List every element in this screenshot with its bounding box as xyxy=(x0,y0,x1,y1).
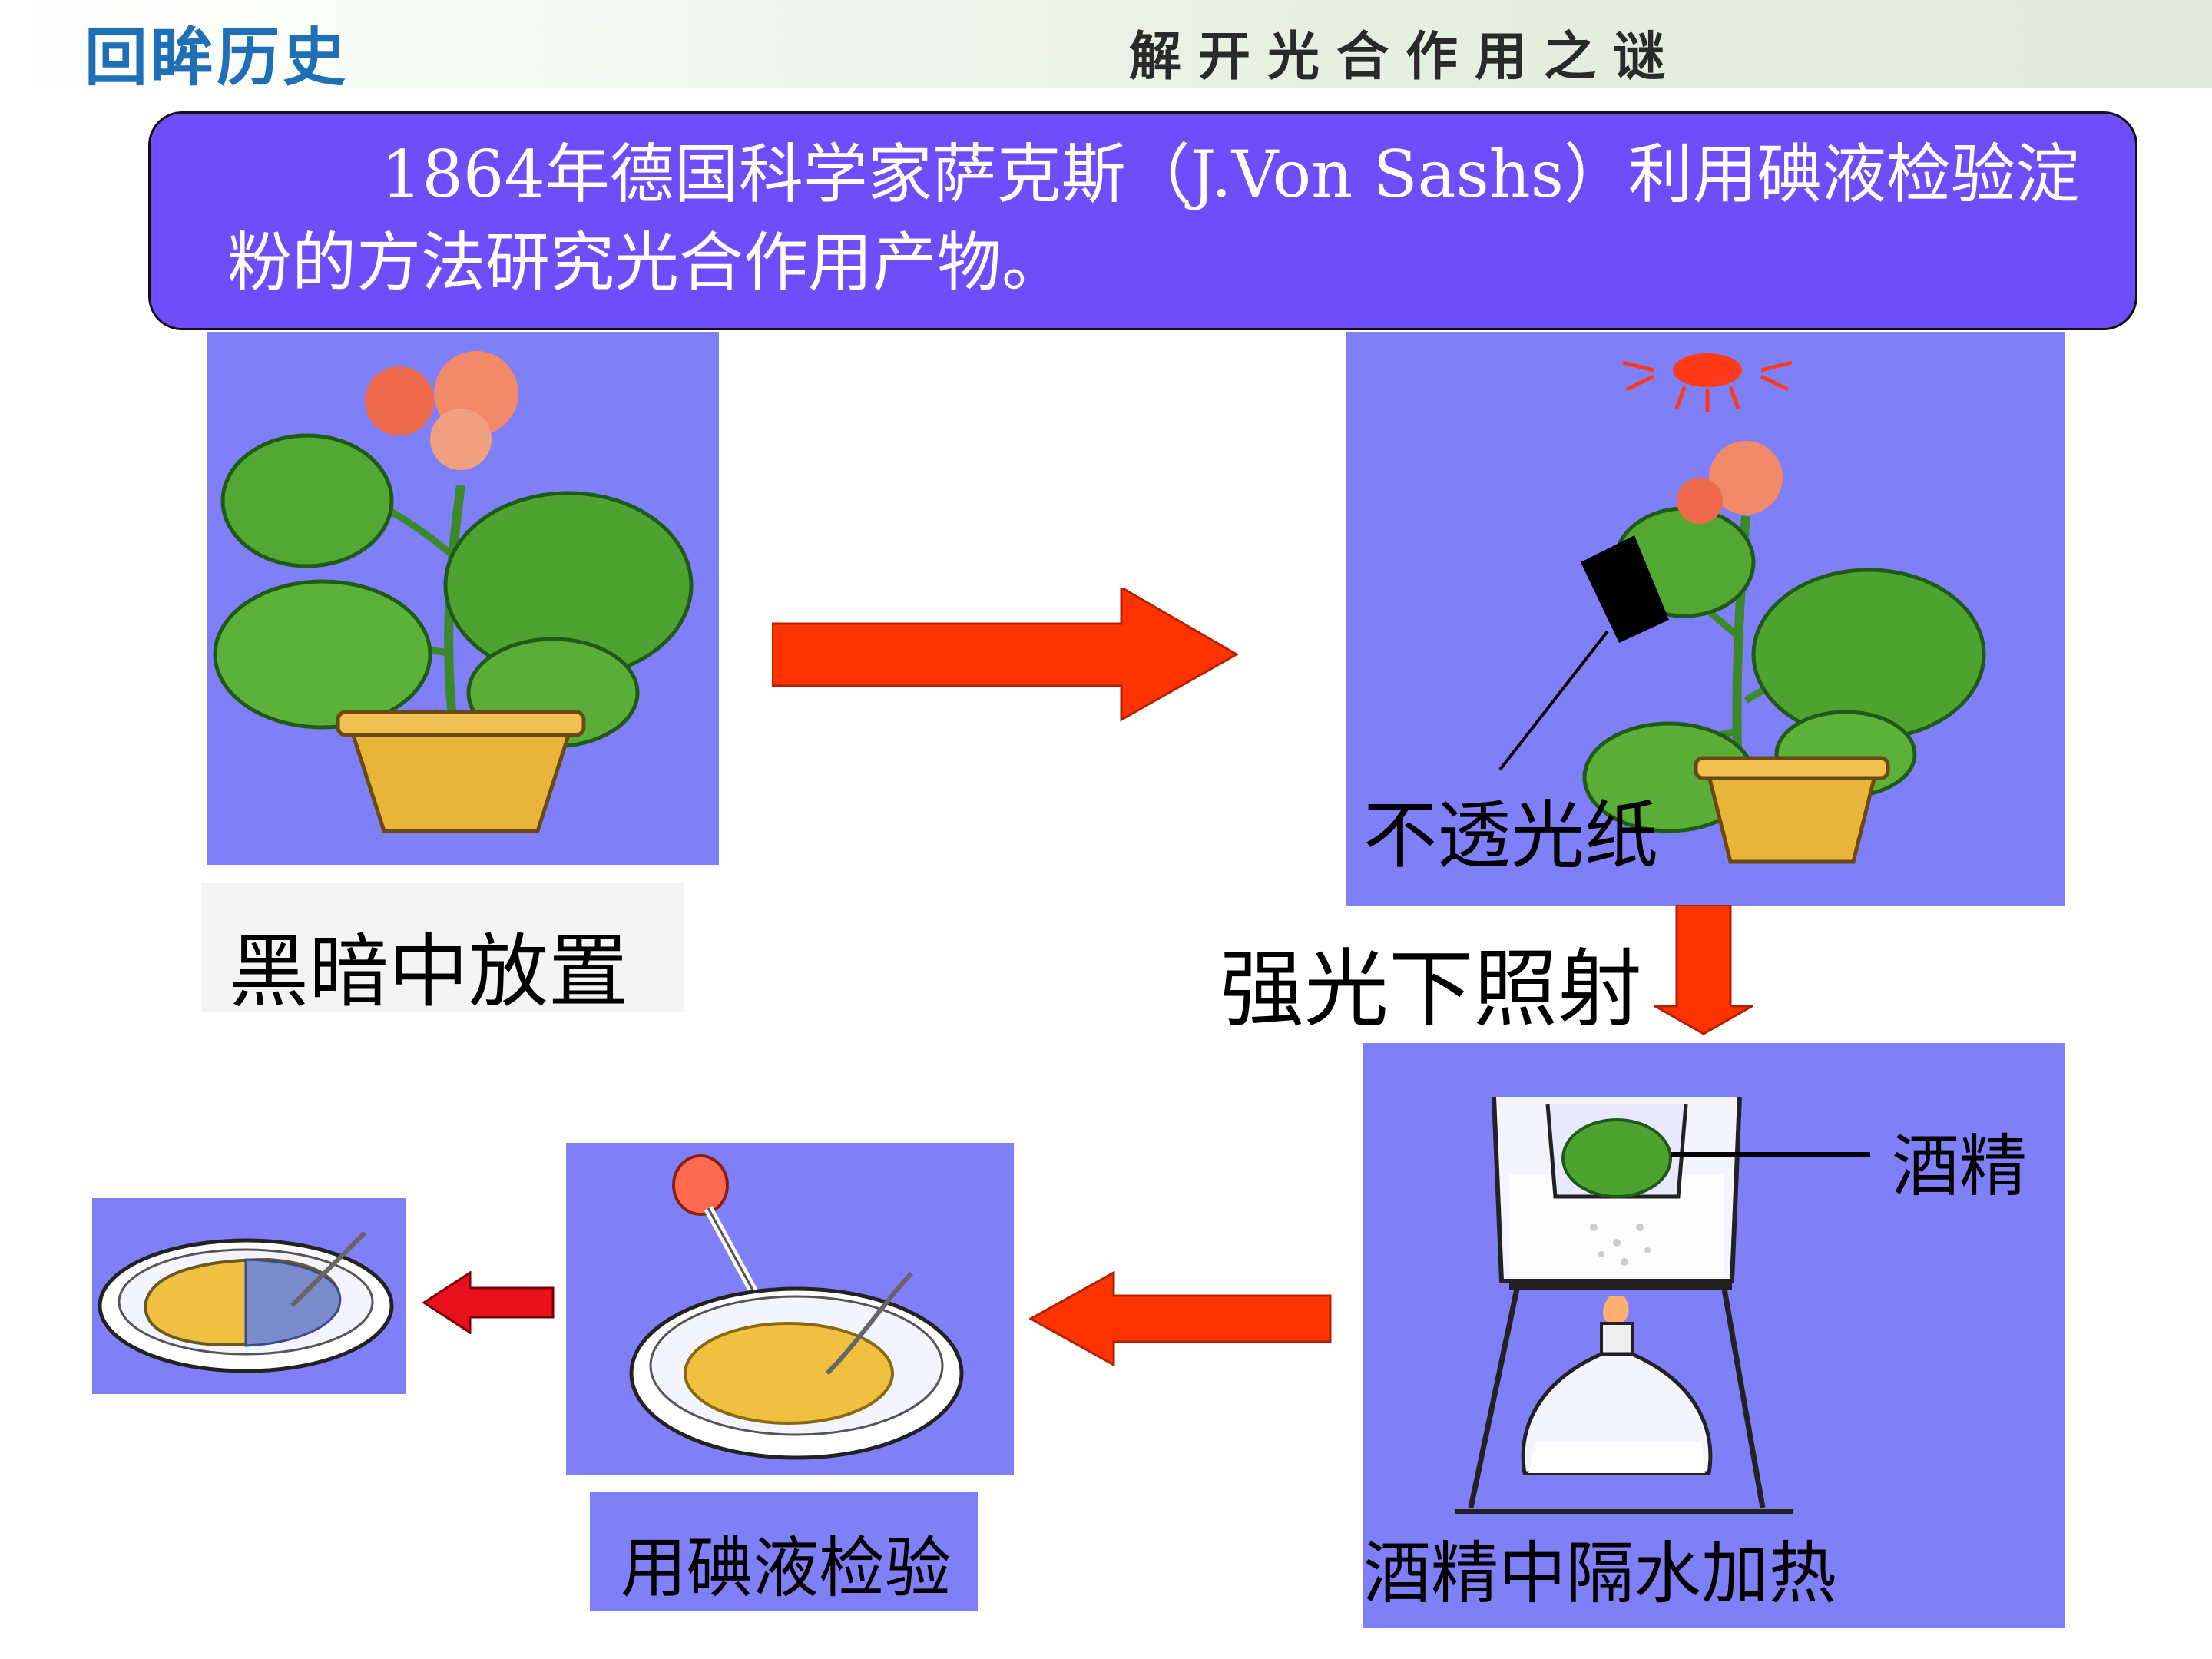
slide-title: 解开光合作用之谜 xyxy=(1129,14,1682,90)
arrow-down xyxy=(1654,905,1753,1035)
petri-dish-icon xyxy=(92,1198,406,1394)
panel-result xyxy=(92,1198,406,1394)
arrow-right xyxy=(772,588,1240,722)
label-dark-box: 黑暗中放置 xyxy=(201,883,684,1012)
label-strong-light: 强光下照射 xyxy=(1220,920,1642,1043)
plant-pot-icon xyxy=(207,332,719,865)
panel-iodine-test xyxy=(566,1143,1014,1475)
label-alcohol: 酒精 xyxy=(1892,1112,2027,1210)
panel-water-bath: 酒精 酒精中隔水加热 xyxy=(1363,1043,2065,1628)
label-iodine-test: 用碘液检验 xyxy=(621,1514,951,1610)
panel-plant-dark xyxy=(207,332,719,865)
petri-dish-icon xyxy=(566,1143,1014,1475)
panel-plant-light: 不透光纸 xyxy=(1346,332,2065,906)
alcohol-lamp-icon xyxy=(1523,1323,1710,1473)
brand-logo-text: 回眸历史 xyxy=(84,6,349,98)
sun-icon xyxy=(1623,353,1792,412)
dropper-icon xyxy=(674,1156,754,1293)
label-dark: 黑暗中放置 xyxy=(229,906,628,1022)
label-iodine-box: 用碘液检验 xyxy=(590,1492,978,1611)
intro-box: 1864年德国科学家萨克斯（J.Von Sashs）利用碘液检验淀粉的方法研究光… xyxy=(148,111,2137,330)
label-opaque-paper: 不透光纸 xyxy=(1363,776,1658,882)
arrow-left xyxy=(1029,1271,1333,1367)
label-water-bath: 酒精中隔水加热 xyxy=(1363,1519,1836,1617)
header-bar: 回眸历史 解开光合作用之谜 xyxy=(0,0,2212,88)
arrow-left-small xyxy=(422,1271,555,1334)
intro-text: 1864年德国科学家萨克斯（J.Von Sashs）利用碘液检验淀粉的方法研究光… xyxy=(227,131,2086,307)
